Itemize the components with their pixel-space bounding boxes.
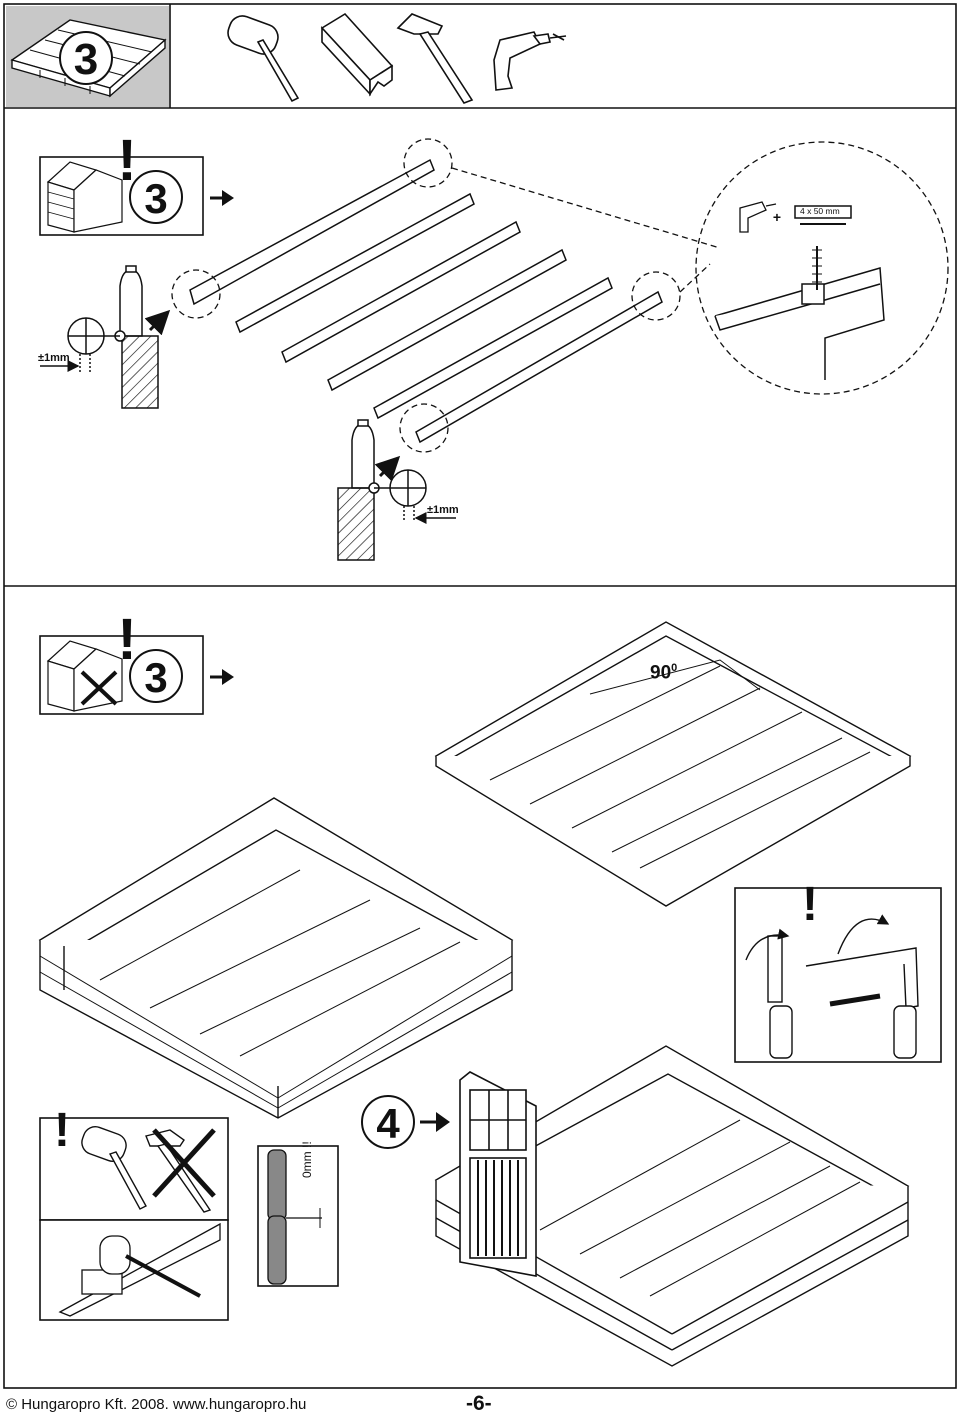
step4-marker	[361, 1095, 450, 1149]
step-ref-number: 3	[144, 175, 167, 222]
warning-mark: !	[117, 128, 136, 193]
warning-mark: !	[802, 878, 818, 931]
footer-copyright: © Hungaropro Kft. 2008. www.hungaropro.h…	[6, 1396, 307, 1413]
screw-detail	[714, 205, 885, 380]
warning-box-shed	[39, 156, 234, 236]
screw-size-label: 4 x 50 mm	[800, 206, 840, 216]
angle-value: 90	[650, 662, 672, 684]
warning-box-no-shed	[39, 635, 234, 715]
warning-mark: !	[54, 1104, 70, 1157]
hammer-icon	[396, 13, 474, 104]
header-step-number: 3	[74, 35, 98, 84]
floor-joists	[189, 158, 663, 444]
wall-frame-with-door-boards	[539, 1119, 861, 1297]
hammer-warning-panel	[39, 1117, 229, 1321]
plus-sign: +	[773, 209, 781, 225]
page-number: -6-	[466, 1392, 492, 1415]
step-ref-number: 3	[144, 654, 167, 701]
cordless-drill-icon	[493, 31, 567, 91]
drill-icon	[739, 201, 777, 233]
clamp-panel	[734, 887, 942, 1063]
tolerance-detail-right	[337, 419, 456, 561]
wall-frame-with-door	[434, 1045, 910, 1367]
zero-gap-label: 0mm !!	[300, 1141, 314, 1178]
step-ref-number: 4	[376, 1100, 400, 1147]
wooden-block-icon	[320, 12, 394, 97]
rubber-mallet-icon	[227, 15, 300, 103]
floor-frame-boards	[489, 665, 871, 869]
wall-frame-left	[38, 797, 514, 1119]
page-frame	[3, 3, 957, 1389]
detail-circles	[171, 138, 949, 453]
angle-label: 900	[650, 662, 677, 684]
tolerance-label-right: ±1mm	[427, 504, 459, 516]
header-step-thumbnail	[6, 6, 169, 107]
tolerance-detail-left	[40, 265, 171, 409]
tolerance-label-left: ±1mm	[38, 352, 70, 364]
floor-frame	[434, 621, 912, 907]
angle-degree-sign: 0	[671, 662, 678, 674]
warning-mark: !	[117, 607, 136, 672]
door-icon	[459, 1071, 537, 1277]
gap-panel	[257, 1145, 339, 1287]
wall-frame-logs	[39, 869, 513, 1109]
